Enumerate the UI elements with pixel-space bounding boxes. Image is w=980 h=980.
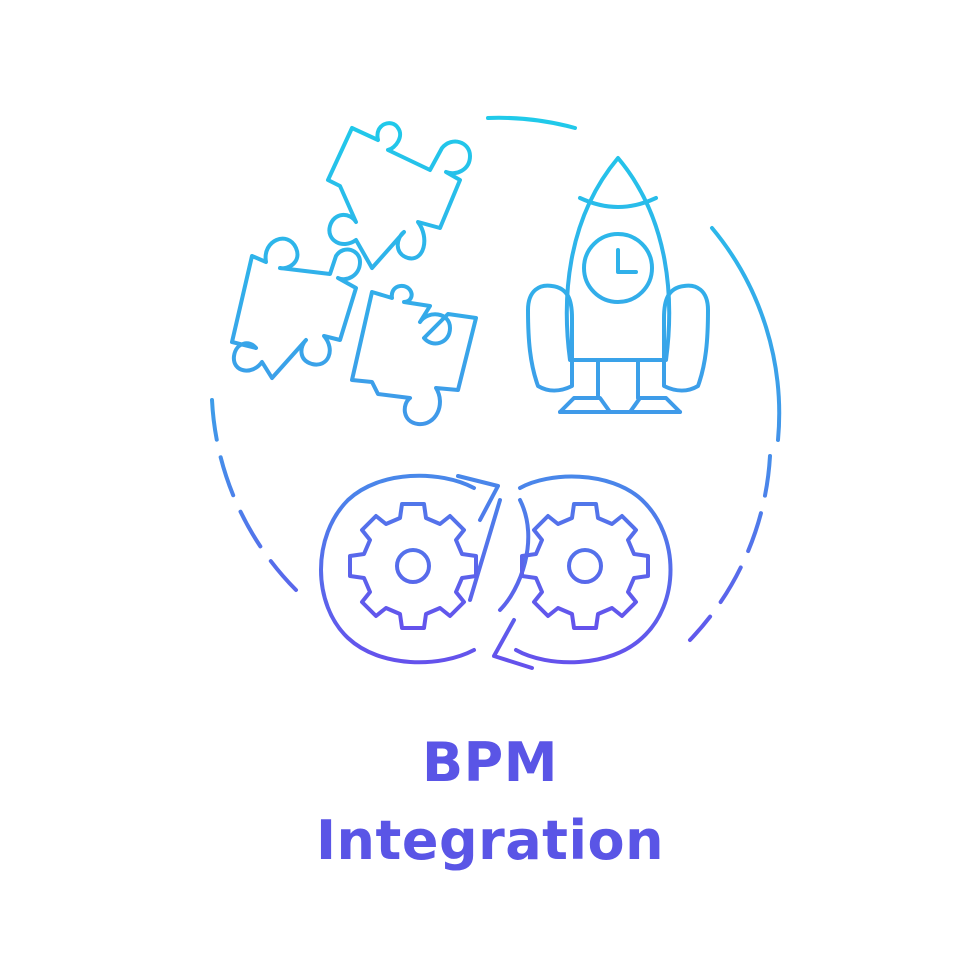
gears-infinity-loop-icon (319, 473, 673, 670)
dashed-circle (210, 115, 782, 642)
icon-caption: BPM Integration (0, 724, 980, 880)
caption-line-2: Integration (315, 809, 665, 872)
puzzle-pieces-icon (230, 121, 478, 427)
caption-line-1: BPM (422, 731, 558, 794)
rocket-with-clock-icon (526, 156, 710, 414)
